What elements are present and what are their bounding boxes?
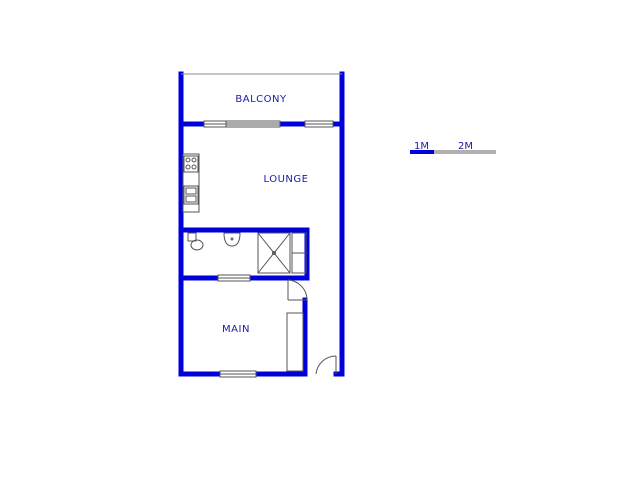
room-label-main: MAIN bbox=[222, 324, 250, 335]
scale-label-1m: 1M bbox=[414, 141, 429, 152]
toilet-icon bbox=[187, 232, 204, 251]
scale-bar: 1M 2M bbox=[410, 141, 496, 154]
door-entrance bbox=[315, 355, 337, 375]
doors bbox=[286, 279, 337, 375]
door-main-bedroom bbox=[287, 279, 308, 301]
windows bbox=[203, 120, 334, 378]
bathroom bbox=[187, 232, 307, 274]
stove-icon bbox=[183, 155, 199, 173]
room-label-balcony: BALCONY bbox=[235, 94, 287, 105]
room-label-lounge: LOUNGE bbox=[264, 174, 309, 185]
kitchen bbox=[182, 153, 200, 213]
kitchen-counter bbox=[182, 153, 200, 213]
sink-icon bbox=[183, 185, 199, 205]
walls bbox=[178, 71, 345, 377]
wardrobe bbox=[286, 312, 304, 372]
basin-icon bbox=[223, 232, 241, 247]
scale-label-2m: 2M bbox=[458, 141, 473, 152]
sliding-door-balcony bbox=[225, 120, 281, 128]
shower-icon bbox=[257, 232, 291, 274]
